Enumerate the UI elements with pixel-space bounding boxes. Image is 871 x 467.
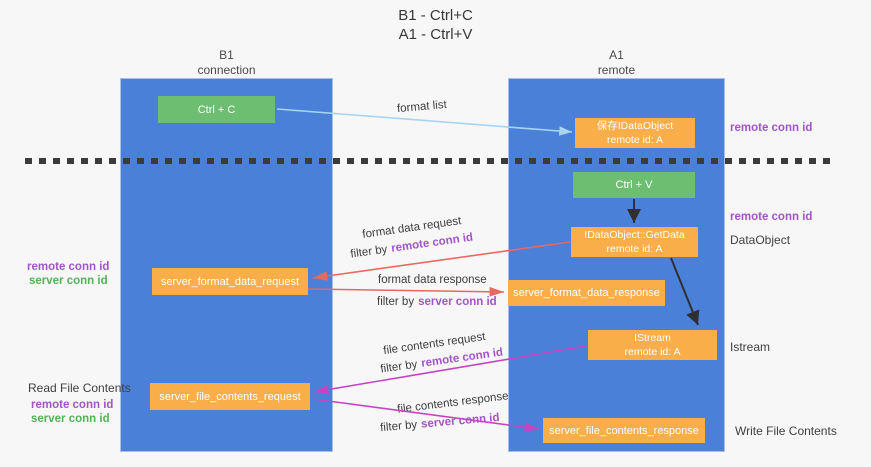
annotation-remote-conn-id-top-right: remote conn id: [730, 122, 813, 134]
title-line-2: A1 - Ctrl+V: [398, 26, 473, 43]
annotation-remote-conn-id-mid-right: remote conn id: [730, 211, 813, 223]
lane-b1-name: B1: [219, 48, 234, 62]
server-format-data-response-box: server_format_data_response: [508, 280, 665, 306]
ctrl-c-label: Ctrl + C: [197, 103, 236, 116]
annotation-read-file-contents: Read File Contents: [28, 381, 131, 395]
arrow-format-data-response: [307, 286, 505, 297]
server-format-data-response-label: server_format_data_response: [513, 287, 660, 299]
annotation-remote-conn-id-file-left: remote conn id: [31, 399, 114, 411]
save-idataobject-line1: 保存IDataObject: [596, 120, 674, 132]
label-filter-by-server-conn-id-format: filter by server conn id: [377, 296, 497, 308]
server-file-contents-response-box: server_file_contents_response: [543, 418, 705, 443]
annotation-write-file-contents: Write File Contents: [735, 424, 837, 438]
server-file-contents-request-label: server_file_contents_request: [159, 390, 301, 403]
annotation-server-conn-id-format-left: server conn id: [29, 275, 108, 287]
getdata-line1: IDataObject::GetData: [584, 229, 685, 241]
lane-a1-name: A1: [609, 48, 624, 62]
lane-b1-subtitle: connection: [197, 63, 256, 77]
annotation-istream: Istream: [730, 340, 771, 354]
ctrl-c-box: Ctrl + C: [158, 96, 275, 123]
server-file-contents-request-box: server_file_contents_request: [150, 383, 310, 410]
annotation-dataobject: DataObject: [730, 233, 791, 247]
lane-a1-subtitle: remote: [597, 63, 636, 77]
istream-box: IStream remote id: A: [588, 330, 717, 360]
lane-header-a1: A1 remote: [508, 48, 725, 78]
ctrl-v-label: Ctrl + V: [615, 179, 653, 191]
ctrl-v-box: Ctrl + V: [573, 172, 695, 198]
annotation-remote-conn-id-format-left: remote conn id: [27, 261, 110, 273]
label-format-data-response: format data response: [378, 274, 487, 286]
save-idataobject-box: 保存IDataObject remote id: A: [575, 118, 695, 148]
istream-line2: remote id: A: [624, 346, 681, 358]
diagram-title: B1 - Ctrl+C A1 - Ctrl+V: [0, 6, 871, 44]
label-format-list: format list: [396, 98, 448, 116]
save-idataobject-line2: remote id: A: [606, 134, 664, 146]
server-conn-id-highlight: server conn id: [418, 296, 497, 308]
annotation-server-conn-id-file-left: server conn id: [31, 413, 110, 425]
server-conn-id-highlight: server conn id: [420, 411, 500, 431]
getdata-box: IDataObject::GetData remote id: A: [571, 227, 698, 257]
istream-line1: IStream: [634, 332, 671, 344]
lane-header-b1: B1 connection: [120, 48, 333, 78]
server-format-data-request-box: server_format_data_request: [152, 268, 308, 295]
title-line-1: B1 - Ctrl+C: [398, 7, 473, 24]
server-format-data-request-label: server_format_data_request: [160, 275, 300, 288]
getdata-line2: remote id: A: [606, 243, 663, 255]
server-file-contents-response-label: server_file_contents_response: [549, 424, 699, 437]
